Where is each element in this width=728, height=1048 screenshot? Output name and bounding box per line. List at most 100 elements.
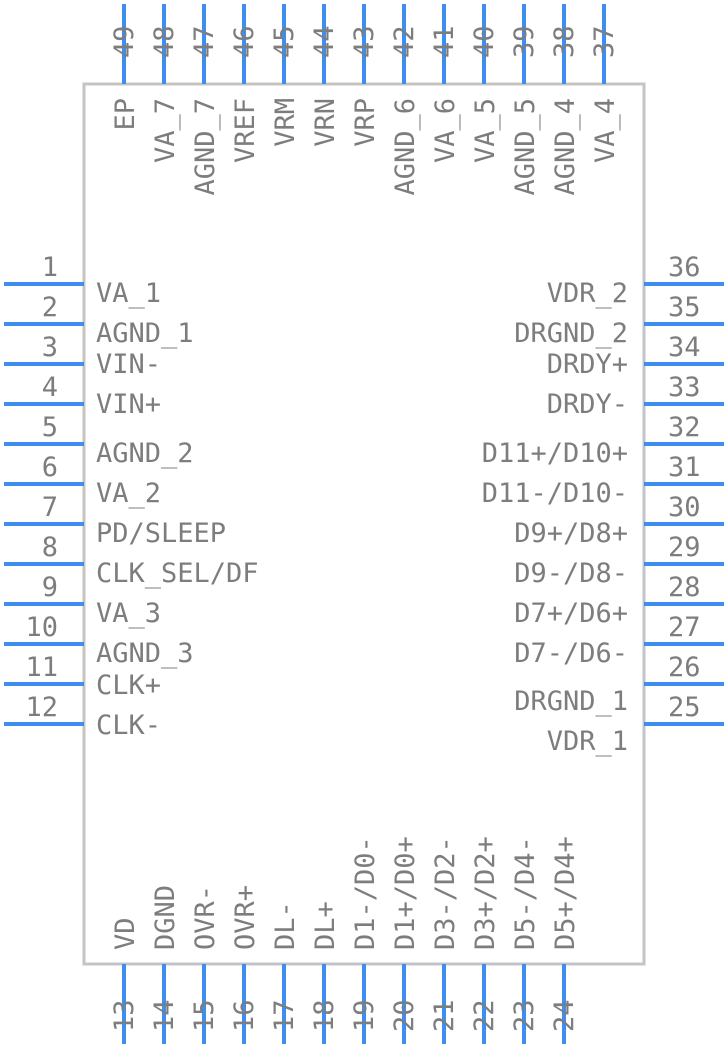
pin-name: D7+/D6+ [514,598,628,629]
pin-number: 20 [389,999,420,1032]
pin-number: 35 [668,292,701,323]
pin-number: 12 [25,692,58,723]
pin-number: 38 [549,25,580,58]
pin-number: 43 [349,25,380,58]
pin-number: 22 [469,999,500,1032]
pin-name: D11-/D10- [482,478,628,509]
pin-name: DGND [150,885,181,950]
pin-number: 21 [429,999,460,1032]
pin-name: D11+/D10+ [482,438,628,469]
pin-name: VA_7 [150,98,181,163]
pin-number: 29 [668,532,701,563]
pin-name: VA_4 [590,98,621,163]
pin-name: VA_6 [430,98,461,163]
pins-layer [4,4,724,1044]
pin-number: 9 [42,572,58,603]
pin-number: 34 [668,332,701,363]
pin-name: D1-/D0- [350,836,381,950]
pin-number: 7 [42,492,58,523]
pin-name: D3+/D2+ [470,836,501,950]
pin-name: VA_5 [470,98,501,163]
pin-name: CLK- [96,710,161,741]
pin-name: AGND_1 [96,318,194,349]
pin-number: 14 [149,999,180,1032]
pin-number: 47 [189,25,220,58]
pin-number: 33 [668,372,701,403]
pin-number: 36 [668,252,701,283]
pin-name: VIN- [96,349,161,380]
pin-name: VREF [230,98,261,163]
pin-name: VRN [310,98,341,147]
pin-number: 15 [189,999,220,1032]
pin-name: AGND_2 [96,438,194,469]
pin-name: VDR_1 [547,726,628,757]
pin-name: VRP [350,98,381,147]
pin-name: CLK+ [96,670,161,701]
pin-number: 37 [589,25,620,58]
pin-name: AGND_3 [96,638,194,669]
pin-name: DL+ [310,901,341,950]
pin-number: 46 [229,25,260,58]
pin-number: 23 [509,999,540,1032]
pin-name: AGND_7 [190,98,221,196]
pin-number: 18 [309,999,340,1032]
component-body [82,82,646,966]
pin-name: VA_2 [96,478,161,509]
pin-name: EP [110,98,141,131]
labels-layer: 1VA_12AGND_13VIN-4VIN+5AGND_26VA_27PD/SL… [25,25,700,1032]
pin-number: 24 [549,999,580,1032]
pin-number: 26 [668,652,701,683]
pin-number: 3 [42,332,58,363]
pin-name: OVR- [190,885,221,950]
pin-number: 4 [42,372,58,403]
pin-number: 2 [42,292,58,323]
pin-number: 16 [229,999,260,1032]
pin-number: 32 [668,412,701,443]
pin-number: 41 [429,25,460,58]
pin-number: 30 [668,492,701,523]
pin-number: 5 [42,412,58,443]
pin-number: 25 [668,692,701,723]
pin-name: D9-/D8- [514,558,628,589]
pin-number: 19 [349,999,380,1032]
pin-number: 28 [668,572,701,603]
pin-name: DRDY+ [547,349,628,380]
pin-name: OVR+ [230,885,261,950]
pin-number: 48 [149,25,180,58]
pin-name: VA_1 [96,278,161,309]
pin-name: VD [110,917,141,950]
pin-number: 45 [269,25,300,58]
pin-number: 39 [509,25,540,58]
pin-name: AGND_6 [390,98,421,196]
pin-name: DL- [270,901,301,950]
pin-number: 13 [109,999,140,1032]
pin-number: 49 [109,25,140,58]
pin-name: VA_3 [96,598,161,629]
pin-number: 1 [42,252,58,283]
pin-name: DRDY- [547,389,628,420]
pin-name: VRM [270,98,301,147]
pin-number: 44 [309,25,340,58]
pin-number: 11 [25,652,58,683]
pin-name: AGND_5 [510,98,541,196]
pin-name: D7-/D6- [514,638,628,669]
pin-number: 31 [668,452,701,483]
pin-name: D3-/D2- [430,836,461,950]
pin-name: VIN+ [96,389,161,420]
pin-name: AGND_4 [550,98,581,196]
pin-name: CLK_SEL/DF [96,558,259,589]
pin-name: D5-/D4- [510,836,541,950]
pin-name: D1+/D0+ [390,836,421,950]
pin-number: 42 [389,25,420,58]
pin-number: 27 [668,612,701,643]
pin-name: DRGND_1 [514,686,628,717]
pin-number: 40 [469,25,500,58]
pin-name: D9+/D8+ [514,518,628,549]
pin-number: 10 [25,612,58,643]
pin-name: D5+/D4+ [550,836,581,950]
pin-number: 17 [269,999,300,1032]
pin-name: DRGND_2 [514,318,628,349]
pin-name: PD/SLEEP [96,518,226,549]
pin-number: 8 [42,532,58,563]
